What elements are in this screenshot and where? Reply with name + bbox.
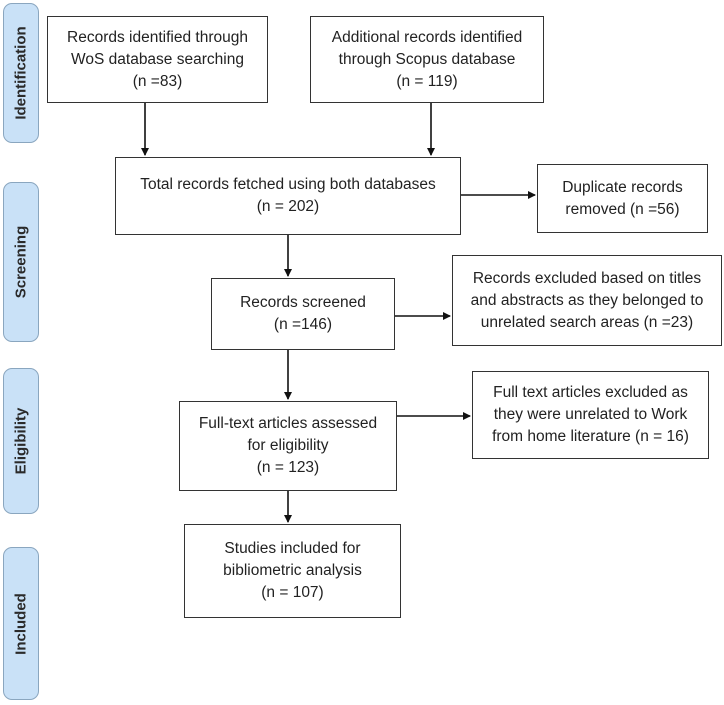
wos-line1: Records identified through (67, 28, 248, 46)
wos-count: (n =83) (132, 72, 183, 90)
screened-line1: Records screened (240, 294, 366, 311)
scopus-line2: through Scopus database (338, 50, 516, 68)
duplicates-line2: removed (n =56) (565, 200, 680, 218)
fulltext-line1: Full-text articles assessed (198, 415, 378, 432)
box-excluded-titles: Records excluded based on titles and abs… (452, 255, 722, 346)
total-count: (n = 202) (256, 198, 320, 215)
box-scopus-records: Additional records identified through Sc… (310, 16, 544, 103)
phase-eligibility: Eligibility (3, 368, 39, 514)
excluded-fulltext-line2: they were unrelated to Work (493, 406, 688, 423)
excluded-titles-line2: and abstracts as they belonged to (470, 291, 704, 309)
included-count: (n = 107) (261, 584, 324, 601)
total-line1: Total records fetched using both databas… (140, 176, 436, 193)
box-duplicates-removed: Duplicate records removed (n =56) (537, 164, 708, 233)
wos-line2: WoS database searching (71, 50, 244, 68)
scopus-count: (n = 119) (396, 72, 458, 90)
screened-count: (n =146) (273, 316, 333, 333)
phase-included: Included (3, 547, 39, 700)
duplicates-line1: Duplicate records (562, 178, 683, 196)
phase-identification: Identification (3, 3, 39, 143)
included-line1: Studies included for (224, 540, 361, 557)
excluded-titles-line1: Records excluded based on titles (472, 269, 702, 287)
box-excluded-fulltext: Full text articles excluded as they were… (472, 371, 709, 459)
box-wos-records: Records identified through WoS database … (47, 16, 268, 103)
phase-screening: Screening (3, 182, 39, 342)
box-total-records: Total records fetched using both databas… (115, 157, 461, 235)
excluded-fulltext-line1: Full text articles excluded as (493, 384, 688, 401)
box-studies-included: Studies included for bibliometric analys… (184, 524, 401, 618)
box-records-screened: Records screened (n =146) (211, 278, 395, 350)
excluded-fulltext-line3: from home literature (n = 16) (492, 428, 689, 445)
box-fulltext-assessed: Full-text articles assessed for eligibil… (179, 401, 397, 491)
excluded-titles-line3: unrelated search areas (n =23) (480, 313, 694, 331)
fulltext-count: (n = 123) (256, 459, 320, 476)
included-line2: bibliometric analysis (223, 562, 362, 579)
scopus-line1: Additional records identified (331, 28, 523, 46)
fulltext-line2: for eligibility (247, 437, 329, 454)
